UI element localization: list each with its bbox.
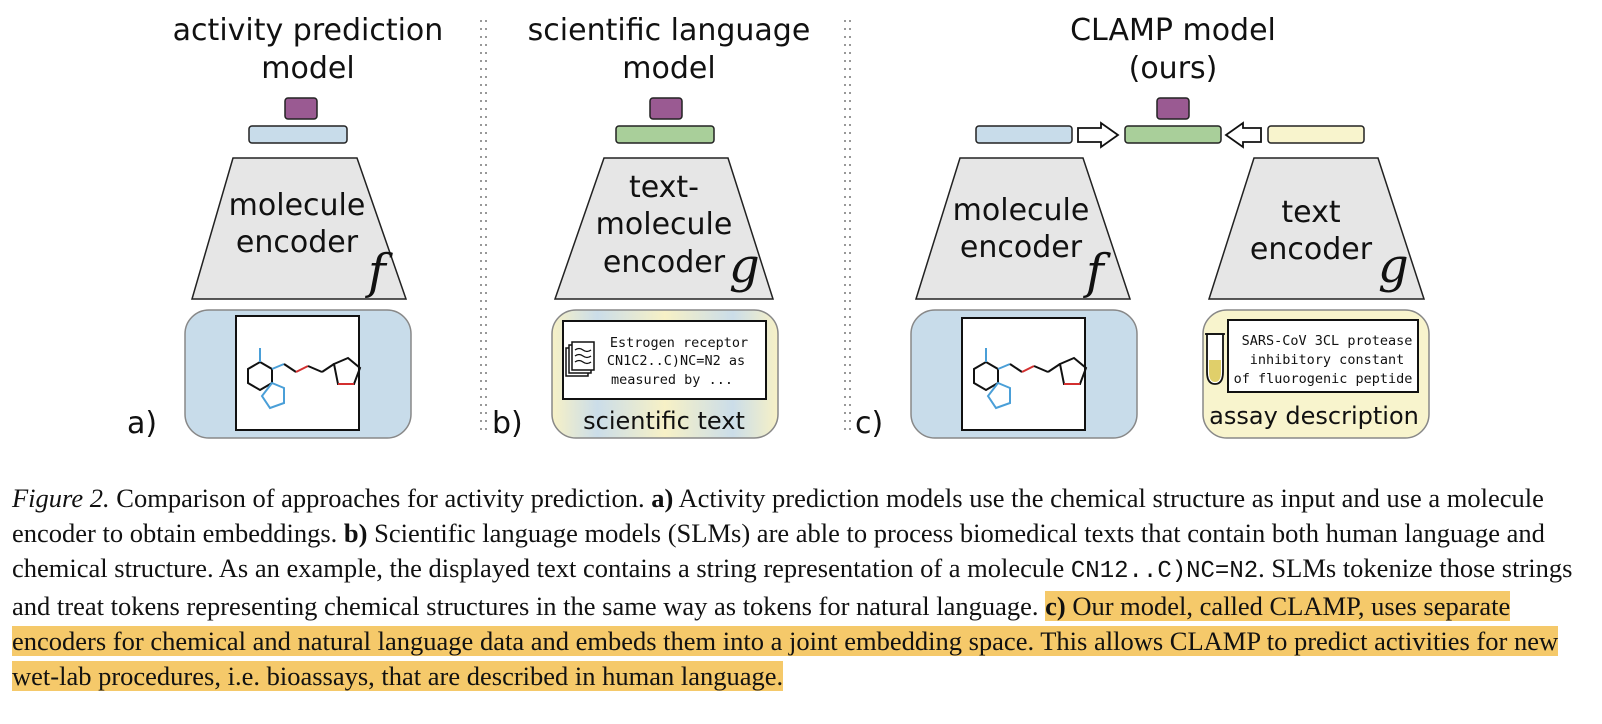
panel-c-mol-encoder-line2: encoder	[960, 230, 1083, 265]
panel-c-title-line2: (ours)	[1129, 51, 1218, 86]
panel-a-encoder	[191, 157, 408, 300]
panel-c-molecule-frame	[961, 317, 1086, 431]
panel-c-left-arrow	[1224, 121, 1262, 149]
panel-c-text-function: g	[1378, 238, 1409, 294]
panel-c-assay-line3: of fluorogenic peptide	[1234, 371, 1413, 387]
panel-b-title-line1: scientific language	[528, 13, 811, 48]
panel-c-output-node	[1156, 97, 1190, 120]
panel-b-encoder	[553, 157, 775, 300]
panel-b-function: g	[729, 238, 760, 294]
panel-c-joint-embedding	[1124, 125, 1222, 144]
panel-a-title-line1: activity prediction	[173, 13, 444, 48]
panel-c-right-arrow	[1077, 121, 1120, 149]
panel-b-encoder-line2: molecule	[596, 207, 733, 242]
caption-sentence-1: Comparison of approaches for activity pr…	[109, 483, 652, 513]
panel-b-card-caption: scientific text	[583, 407, 745, 435]
panel-c-label: c)	[855, 406, 883, 441]
panel-b-output-node	[649, 97, 683, 120]
panel-b-text-line2: CN1C2..C)NC=N2 as	[607, 353, 745, 369]
panel-c: CLAMP model (ours) molecule encoder f te…	[855, 13, 1430, 441]
panel-a-molecule-frame	[235, 315, 360, 431]
panel-b-embedding	[615, 125, 715, 144]
panel-c-text-encoder	[1207, 157, 1426, 300]
test-tube-icon	[1205, 333, 1225, 385]
panel-c-title-line1: CLAMP model	[1070, 13, 1276, 48]
panel-a-title-line2: model	[261, 51, 354, 86]
panel-a: activity prediction model molecule encod…	[127, 13, 443, 441]
panel-b-encoder-line1: text-	[629, 170, 699, 205]
panel-a-embedding	[248, 125, 348, 144]
panel-c-assay-line2: inhibitory constant	[1250, 352, 1404, 368]
figure-caption: Figure 2. Comparison of approaches for a…	[12, 481, 1597, 694]
panel-b-title-line2: model	[622, 51, 715, 86]
panel-a-encoder-line1: molecule	[229, 188, 366, 223]
caption-sentence-5: Our model, called CLAMP, uses separate e…	[12, 591, 1559, 691]
panel-c-mol-encoder-line1: molecule	[953, 193, 1090, 228]
caption-c-label: c)	[1045, 591, 1066, 621]
panel-a-output-node	[284, 97, 318, 120]
panel-c-text-encoder-line1: text	[1281, 195, 1340, 230]
panel-b-text-frame	[562, 320, 767, 400]
panel-a-label: a)	[127, 406, 157, 441]
panel-a-encoder-line2: encoder	[236, 225, 359, 260]
panel-c-text-encoder-line2: encoder	[1250, 232, 1373, 267]
figure-diagram: activity prediction model molecule encod…	[127, 13, 1430, 441]
panel-c-text-embedding	[1267, 125, 1365, 144]
panel-b-text-line3: measured by ...	[611, 372, 733, 388]
document-stack-icon	[565, 341, 595, 377]
panel-c-assay-line1: SARS-CoV 3CL protease	[1242, 333, 1413, 349]
panel-c-molecule-encoder	[914, 157, 1132, 300]
panel-b-label: b)	[492, 406, 523, 441]
panel-c-assay-frame	[1227, 319, 1419, 393]
caption-sentence-3: Scientific language models (SLMs) are ab…	[12, 518, 1545, 583]
caption-code-string: CN12..C)NC=N2	[1070, 558, 1259, 585]
caption-sentence-4: . SLMs tokenize those strings and treat …	[12, 553, 1573, 621]
panel-b-text-line1: Estrogen receptor	[610, 335, 748, 351]
panel-c-assay-caption: assay description	[1209, 402, 1419, 430]
panel-c-molecule-embedding	[975, 125, 1073, 144]
panel-b: scientific language model text- molecule…	[492, 13, 810, 441]
panel-b-encoder-line3: encoder	[603, 245, 726, 280]
caption-b-label: b)	[343, 518, 368, 548]
caption-sentence-2: Activity prediction models use the chemi…	[12, 483, 1544, 548]
caption-a-label: a)	[651, 483, 674, 513]
caption-figure-label: Figure 2.	[12, 483, 110, 513]
